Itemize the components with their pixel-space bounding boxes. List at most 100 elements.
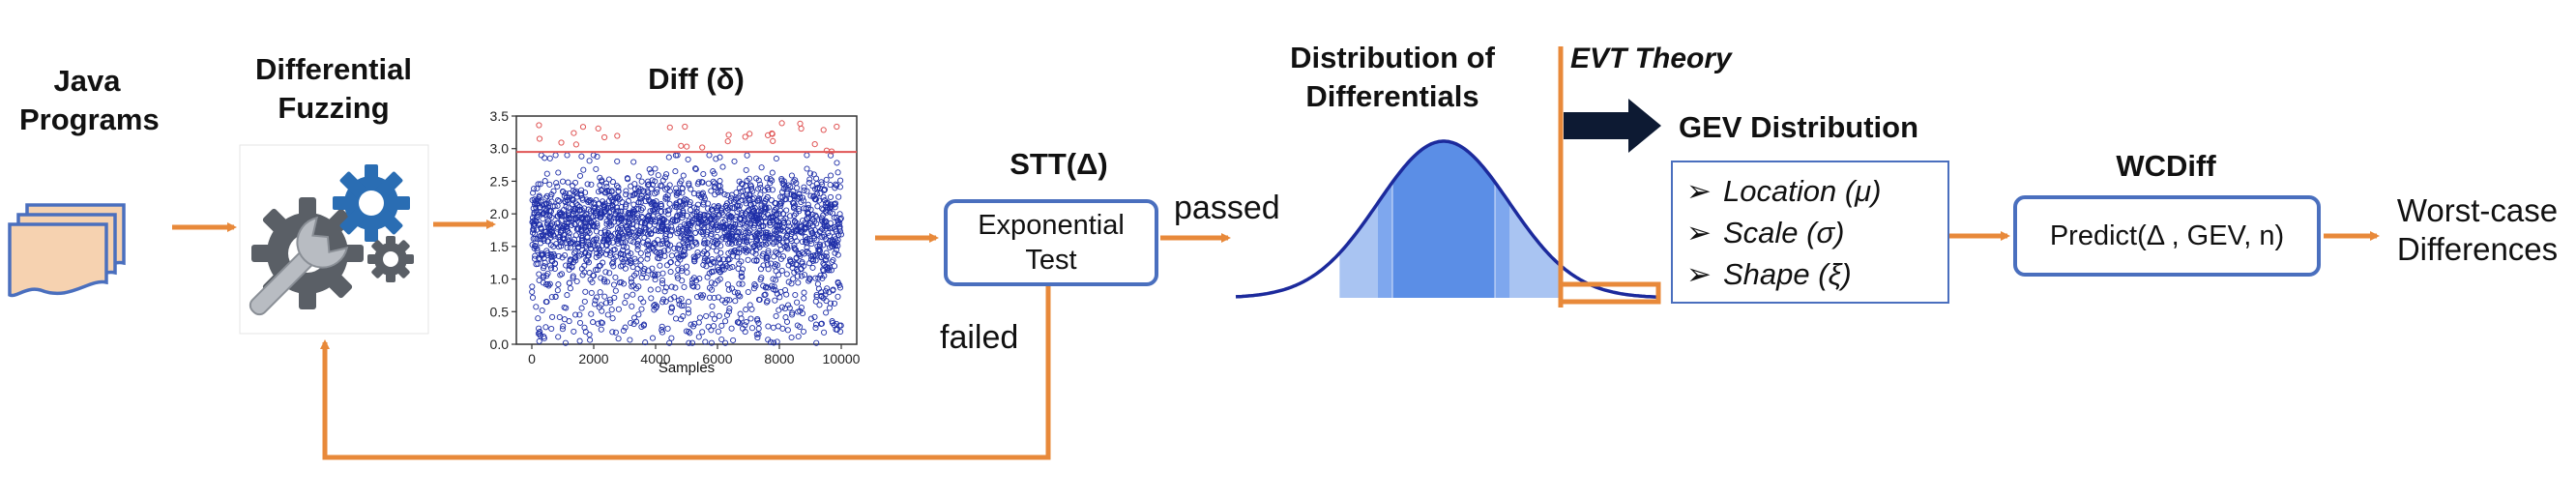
scatter-point	[765, 248, 772, 254]
scatter-point	[668, 219, 675, 225]
scatter-point	[718, 266, 725, 273]
scatter-point	[744, 187, 750, 193]
scatter-point	[799, 228, 805, 235]
scatter-point	[779, 189, 786, 195]
scatter-point	[615, 336, 622, 342]
scatter-point	[581, 220, 589, 226]
scatter-point	[794, 299, 801, 306]
scatter-point	[780, 186, 787, 192]
scatter-point	[697, 292, 704, 299]
scatter-point	[787, 213, 794, 220]
scatter-point	[826, 305, 833, 311]
scatter-point	[739, 266, 746, 273]
scatter-point	[585, 223, 592, 230]
scatter-point	[629, 228, 635, 236]
scatter-point	[635, 173, 642, 180]
scatter-point	[562, 251, 569, 259]
scatter-point	[581, 262, 588, 269]
x-tick-label: 0	[528, 351, 536, 366]
scatter-point	[659, 296, 667, 303]
predict-box: Predict(Δ , GEV, n)	[2013, 195, 2321, 277]
scatter-point	[555, 213, 562, 220]
scatter-point	[632, 217, 639, 223]
scatter-point	[698, 228, 705, 236]
scatter-point	[624, 175, 630, 182]
scatter-point	[736, 240, 743, 247]
scatter-point	[686, 299, 692, 306]
scatter-point	[652, 277, 659, 283]
scatter-point	[771, 283, 777, 290]
scatter-point	[769, 282, 776, 289]
scatter-point	[704, 274, 711, 280]
scatter-points	[529, 120, 845, 346]
scatter-point	[655, 172, 661, 179]
scatter-point	[548, 229, 555, 236]
scatter-point	[709, 311, 716, 318]
scatter-point	[594, 220, 600, 227]
scatter-point	[834, 293, 841, 300]
scatter-point	[803, 220, 809, 227]
scatter-point	[801, 184, 807, 190]
scatter-point	[613, 183, 621, 190]
scatter-point	[755, 208, 762, 215]
scatter-point	[773, 231, 779, 238]
scatter-point	[640, 268, 647, 275]
scatter-point	[634, 265, 641, 272]
scatter-point	[615, 306, 622, 312]
scatter-point	[597, 248, 603, 254]
scatter-point	[589, 278, 596, 285]
scatter-point	[761, 292, 768, 299]
scatter-point	[688, 279, 695, 286]
scatter-point	[796, 193, 804, 200]
scatter-point	[742, 197, 748, 204]
scatter-point	[793, 180, 800, 187]
scatter-point	[570, 275, 576, 281]
scatter-point	[575, 240, 582, 248]
scatter-point	[625, 249, 631, 255]
scatter-point	[584, 233, 591, 240]
scatter-point	[578, 187, 585, 193]
scatter-point	[584, 257, 591, 264]
scatter-point	[655, 286, 661, 293]
scatter-point	[813, 339, 820, 346]
scatter-point	[542, 201, 549, 208]
scatter-point	[796, 208, 803, 215]
scatter-point	[703, 263, 710, 270]
scatter-point	[626, 229, 632, 236]
scatter-point	[747, 315, 754, 322]
scatter-point	[753, 331, 760, 337]
scatter-point	[715, 278, 721, 284]
scatter-point	[748, 325, 756, 332]
scatter-point	[828, 152, 834, 159]
scatter-point	[642, 198, 649, 205]
scatter-point	[711, 184, 717, 190]
scatter-point	[615, 234, 622, 241]
scatter-point	[664, 195, 671, 202]
scatter-point	[771, 339, 777, 346]
scatter-point	[608, 188, 615, 194]
scatter-point	[548, 325, 555, 333]
scatter-point	[674, 272, 681, 279]
scatter-point	[588, 246, 595, 252]
scatter-point	[799, 258, 805, 266]
scatter-point	[608, 307, 615, 313]
scatter-point	[687, 198, 693, 206]
scatter-point	[736, 260, 743, 267]
scatter-point	[774, 290, 780, 297]
scatter-point	[764, 175, 771, 182]
scatter-point	[766, 235, 773, 242]
scatter-point	[646, 166, 653, 173]
scatter-point	[690, 283, 697, 290]
scatter-point	[726, 214, 733, 220]
scatter-point	[726, 306, 733, 312]
scatter-point	[741, 233, 747, 240]
scatter-point	[566, 266, 572, 273]
scatter-point	[826, 289, 833, 296]
scatter-point	[597, 250, 604, 257]
scatter-point	[676, 208, 683, 215]
scatter-point	[836, 216, 843, 222]
scatter-point	[619, 224, 626, 232]
x-tick-label: 8000	[764, 351, 794, 366]
outlier-point	[579, 124, 587, 131]
scatter-point	[648, 186, 655, 192]
